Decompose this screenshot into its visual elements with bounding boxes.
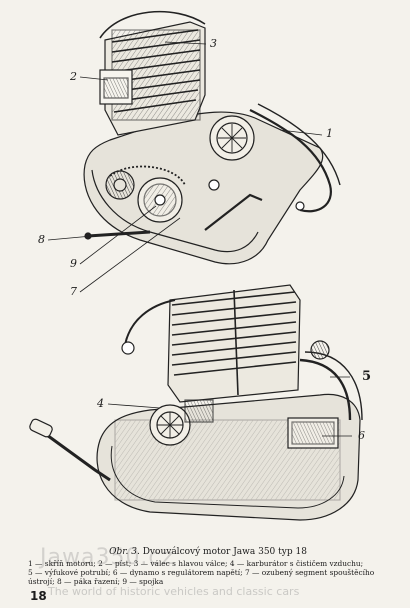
callout-1: 1 xyxy=(326,127,333,140)
callout-8: 8 xyxy=(38,233,45,246)
caption-figure-number: Obr. 3. xyxy=(109,547,140,557)
callout-6: 6 xyxy=(358,429,365,442)
caption-title: Obr. 3. Dvouválcový motor Jawa 350 typ 1… xyxy=(28,547,388,558)
callout-5: 5 xyxy=(362,369,372,384)
caption-legend-line-2: 5 — výfukové potrubí; 6 — dynamo s regul… xyxy=(28,568,375,578)
top-leader-lines xyxy=(47,41,323,293)
watermark-tagline: The world of historic vehicles and class… xyxy=(48,585,300,598)
page-number: 18 xyxy=(30,589,47,603)
caption-legend-line-3: ústrojí; 8 — páka řazení; 9 — spojka xyxy=(28,577,164,587)
caption-legend-line-1: 1 — skříň motoru; 2 — píst; 3 — válec s … xyxy=(28,559,364,568)
engine-illustrations xyxy=(29,10,363,521)
figure-caption: Obr. 3. Dvouválcový motor Jawa 350 typ 1… xyxy=(28,547,388,587)
callout-2: 2 xyxy=(70,70,77,83)
top-engine-drawing xyxy=(83,10,341,265)
caption-figure-title: Dvouválcový motor Jawa 350 typ 18 xyxy=(142,547,307,557)
bottom-leader-lines xyxy=(107,376,352,437)
callout-3: 3 xyxy=(210,37,217,50)
callout-7: 7 xyxy=(70,285,77,298)
bottom-engine-drawing xyxy=(29,284,363,521)
callout-9: 9 xyxy=(70,257,77,270)
callout-4: 4 xyxy=(97,397,104,410)
